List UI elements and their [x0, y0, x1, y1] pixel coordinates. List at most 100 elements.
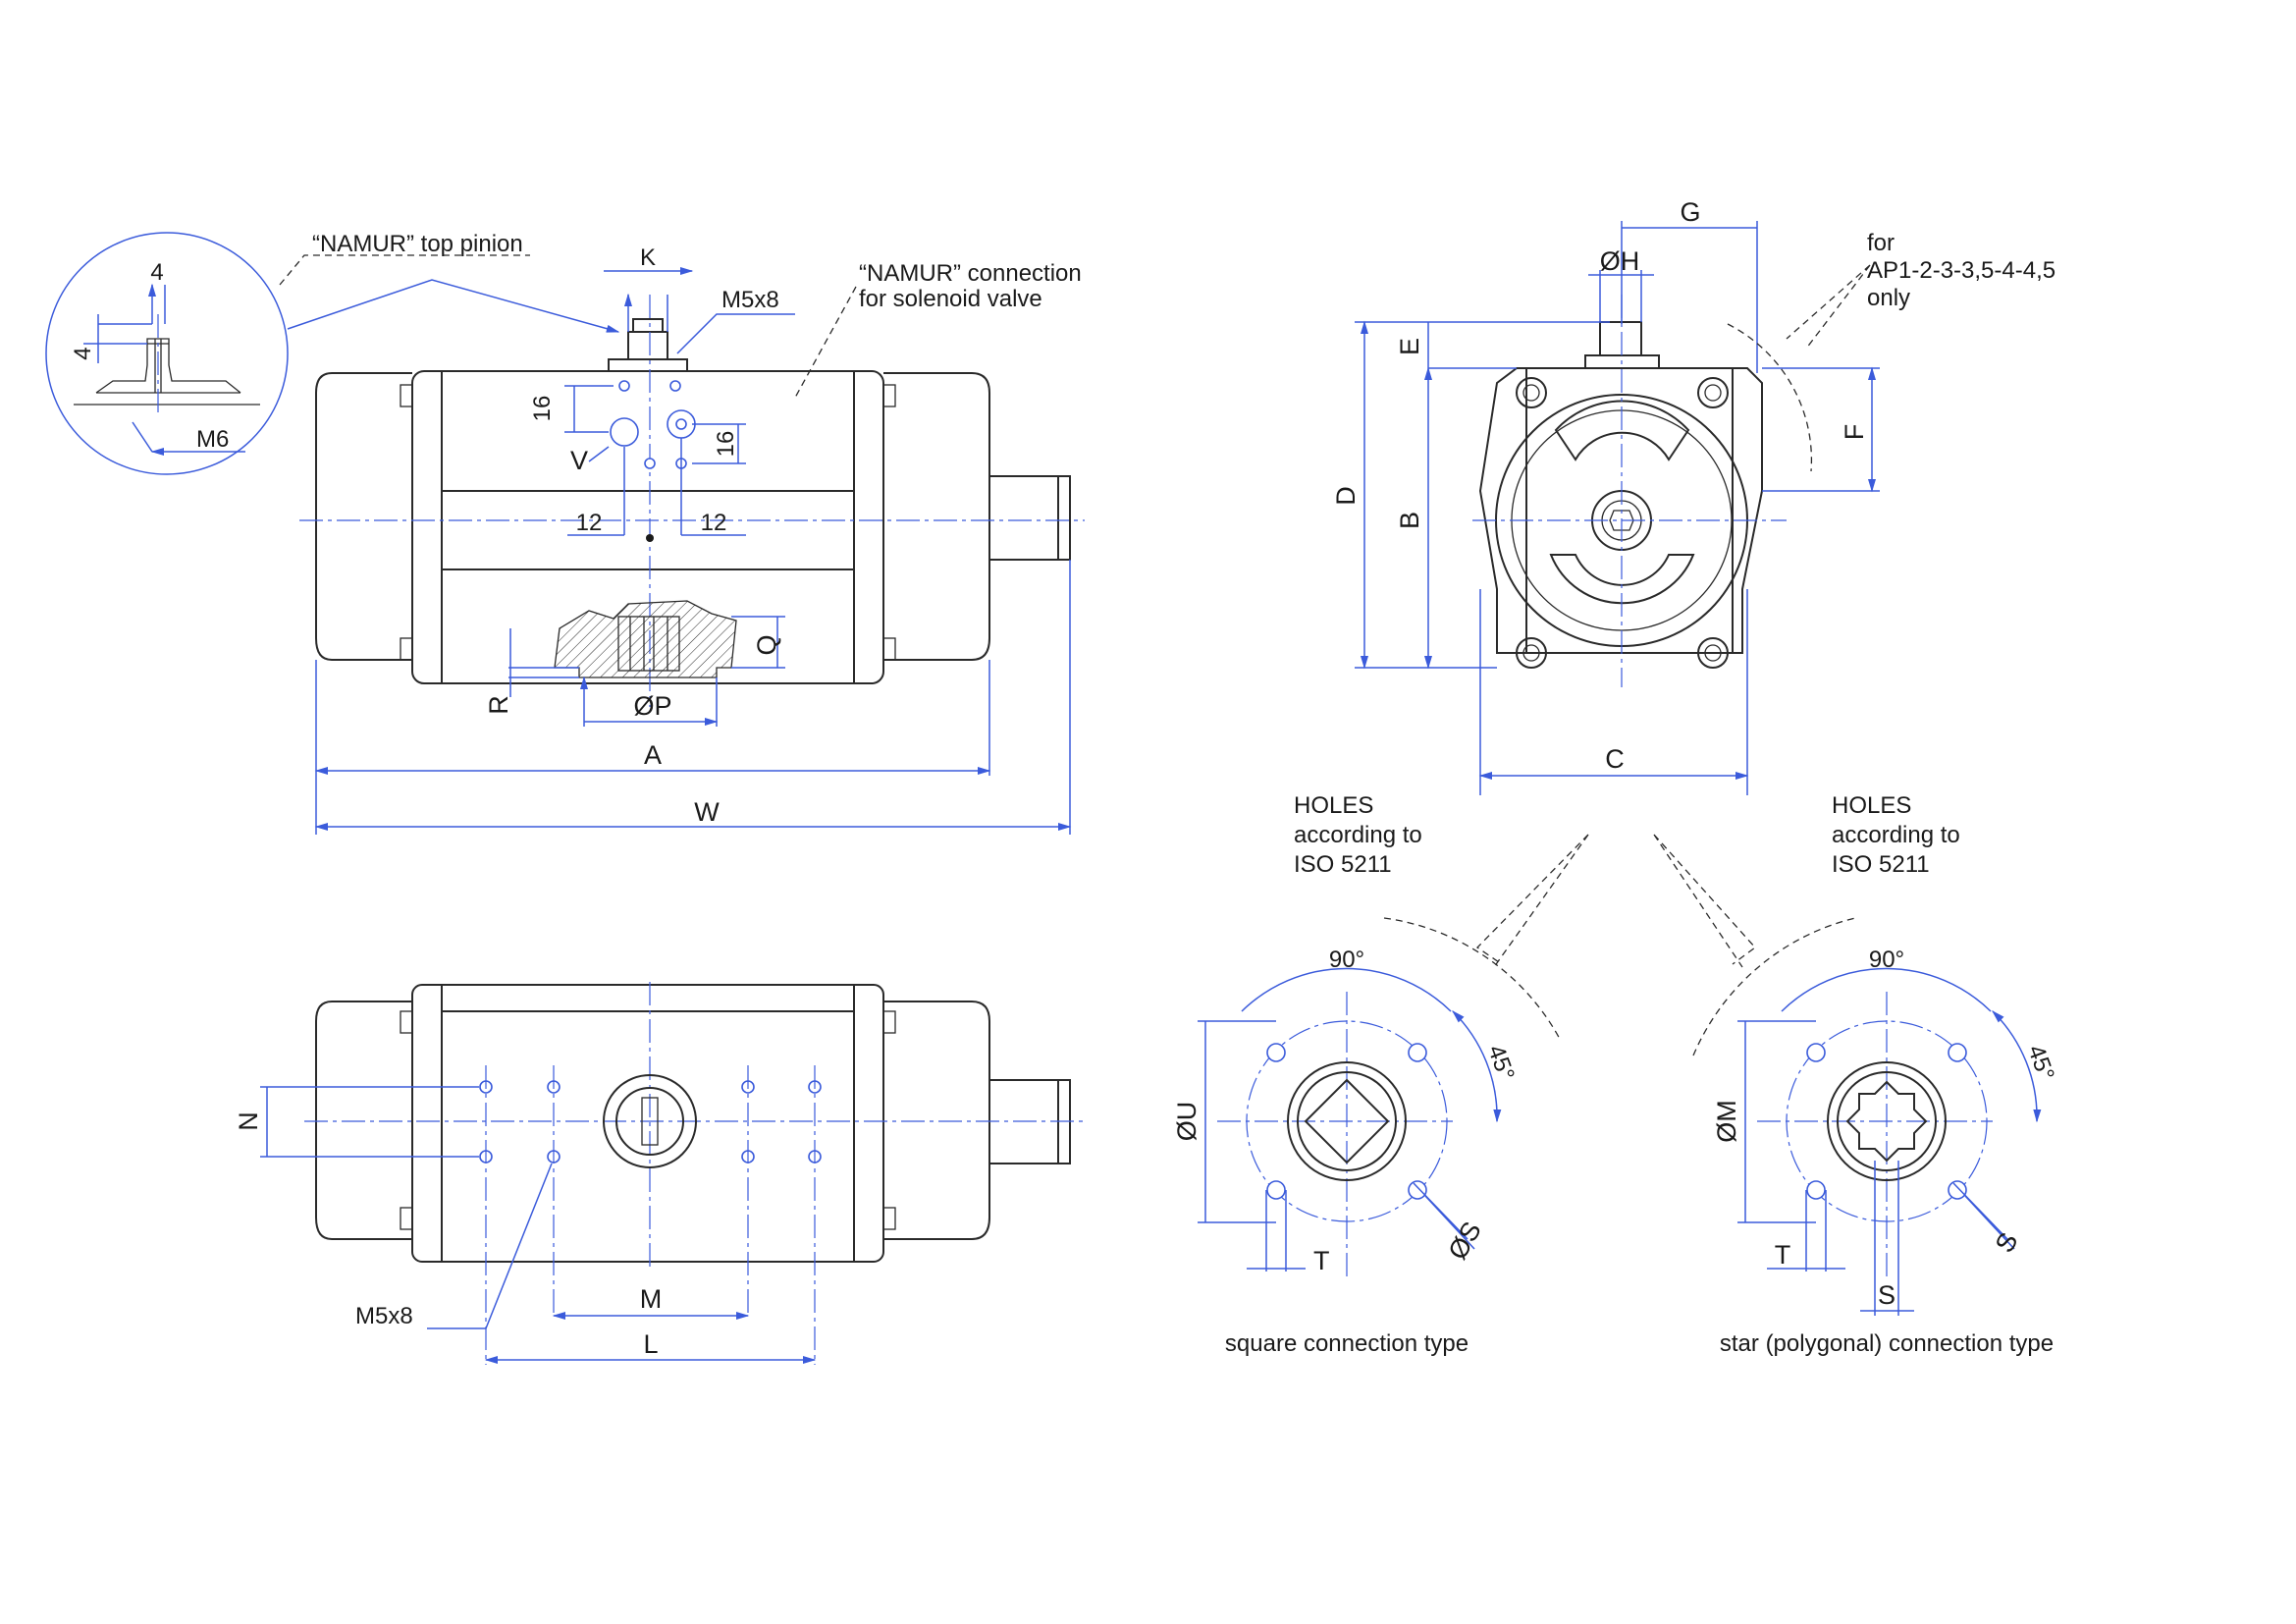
for-note-line3: only [1867, 285, 1910, 311]
bottom-shaft-inner [615, 1087, 684, 1156]
square-bolt-hole [1408, 1180, 1427, 1200]
bottom-thread-label: M5x8 [355, 1303, 413, 1329]
dim-f-extensions [1762, 367, 1880, 492]
square-drive [1304, 1078, 1390, 1164]
corner-bolts [1516, 377, 1729, 669]
vertical-dim-extensions [1355, 321, 1610, 669]
bottom-shaft-boss [603, 1074, 697, 1168]
holes-note-left-line1: HOLES [1294, 792, 1373, 819]
right-end-cap [883, 372, 990, 661]
bolt-head [882, 637, 896, 661]
dim-b: B [1395, 512, 1424, 529]
square-flange-inner [1297, 1071, 1397, 1171]
holes-note-right-line1: HOLES [1832, 792, 1911, 819]
dim-d: D [1331, 486, 1361, 506]
star-angle-90: 90° [1869, 947, 1904, 973]
square-90-arc [1241, 967, 1452, 1012]
cutaway-section [554, 600, 737, 678]
lower-window [1549, 554, 1695, 605]
star-bolt-hole [1806, 1043, 1826, 1062]
detail-dim-4-top: 4 [150, 259, 163, 286]
dim-f: F [1840, 424, 1869, 441]
square-flange-circle [1287, 1061, 1407, 1181]
dim-c: C [1605, 744, 1625, 774]
dim-r: R [484, 695, 513, 715]
for-note-line1: for [1867, 230, 1895, 256]
top-pinion-leader [279, 254, 530, 286]
star-m-line [1737, 1020, 1816, 1223]
dim-m: M [640, 1284, 663, 1314]
star-dim-s-diag: S [1990, 1227, 2024, 1258]
holes-right-arc [1692, 917, 1856, 1056]
namur-top-pinion-note: “NAMUR” top pinion [312, 231, 523, 257]
side-view: G ØH E D B F C for AP1-2-3-3,5-4-4,5 onl… [1331, 197, 2056, 795]
square-bolt-hole [1408, 1043, 1427, 1062]
dim-e: E [1395, 338, 1424, 355]
dim-g-line [1621, 221, 1758, 373]
namur-connection-leader [794, 286, 857, 399]
star-connection-view: 90° 45° ØM T S S star (polygonal) connec… [1712, 947, 2059, 1357]
square-pcd-circle [1246, 1020, 1448, 1222]
holes-left-leader [1475, 834, 1589, 968]
bottom-right-cap [883, 1001, 990, 1240]
center-point [646, 534, 654, 542]
namur-connection-note-line1: “NAMUR” connection [859, 260, 1082, 287]
star-dim-t: T [1775, 1240, 1791, 1270]
star-bolt-hole [1806, 1180, 1826, 1200]
square-u-line [1198, 1020, 1276, 1223]
side-housing [1478, 367, 1763, 654]
square-angle-45: 45° [1482, 1042, 1520, 1084]
bolt-head [882, 1010, 896, 1034]
square-connection-view: 90° 45° ØU T ØS square connection type [1172, 947, 1520, 1357]
dim-h: ØH [1600, 246, 1640, 276]
bolt-head [400, 1207, 413, 1230]
dim-16-left: 16 [529, 396, 556, 422]
dim-c-extensions [1479, 589, 1748, 795]
port-v-label: V [570, 446, 588, 475]
square-dim-s: ØS [1442, 1217, 1486, 1265]
namur-port-v [610, 417, 639, 447]
bottom-shaft-slot [641, 1097, 659, 1146]
holes-note-left-line3: ISO 5211 [1294, 851, 1392, 878]
bottom-left-cap [315, 1001, 412, 1240]
star-flange-inner [1837, 1071, 1937, 1171]
star-drive [1845, 1080, 1928, 1163]
detail-thread-m6: M6 [196, 426, 229, 453]
star-bolt-hole [1948, 1180, 1967, 1200]
star-s-bottom-line [1860, 1161, 1914, 1316]
holes-note-left-line2: according to [1294, 822, 1422, 848]
bottom-body [411, 984, 884, 1263]
left-end-cap [315, 372, 412, 661]
square-s-line [1413, 1182, 1475, 1250]
namur-connection-note-line2: for solenoid valve [859, 286, 1042, 312]
star-t-line [1767, 1190, 1845, 1272]
namur-hole [644, 458, 656, 469]
dim-p: ØP [633, 691, 671, 721]
star-caption: star (polygonal) connection type [1720, 1330, 2054, 1357]
bottom-view: N M5x8 M L [234, 982, 1085, 1365]
dim-a: A [644, 740, 662, 770]
bolt-head [882, 1207, 896, 1230]
dim-12-right: 12 [701, 510, 727, 536]
holes-note-right-line2: according to [1832, 822, 1960, 848]
square-t-line [1247, 1190, 1306, 1272]
dim-12-left: 12 [576, 510, 603, 536]
square-dim-t: T [1313, 1246, 1330, 1275]
bolt-head [400, 1010, 413, 1034]
dim-n: N [234, 1111, 263, 1131]
star-45-arc [1992, 1010, 2042, 1123]
square-bolt-hole [1266, 1180, 1286, 1200]
for-note-leader [1786, 264, 1871, 350]
bolt-head [882, 384, 896, 407]
dim-16-right: 16 [713, 431, 739, 458]
holes-left-arc [1383, 917, 1562, 1042]
optional-outline-arc [1727, 323, 1813, 472]
holes-right-leader [1653, 834, 1756, 968]
namur-thread-label: M5x8 [721, 287, 779, 313]
dim-g: G [1680, 197, 1700, 227]
star-dim-m: ØM [1712, 1100, 1741, 1143]
dim-k: K [640, 244, 656, 271]
square-bolt-hole [1266, 1043, 1286, 1062]
square-angle-90: 90° [1329, 947, 1364, 973]
square-dim-u: ØU [1172, 1102, 1201, 1142]
